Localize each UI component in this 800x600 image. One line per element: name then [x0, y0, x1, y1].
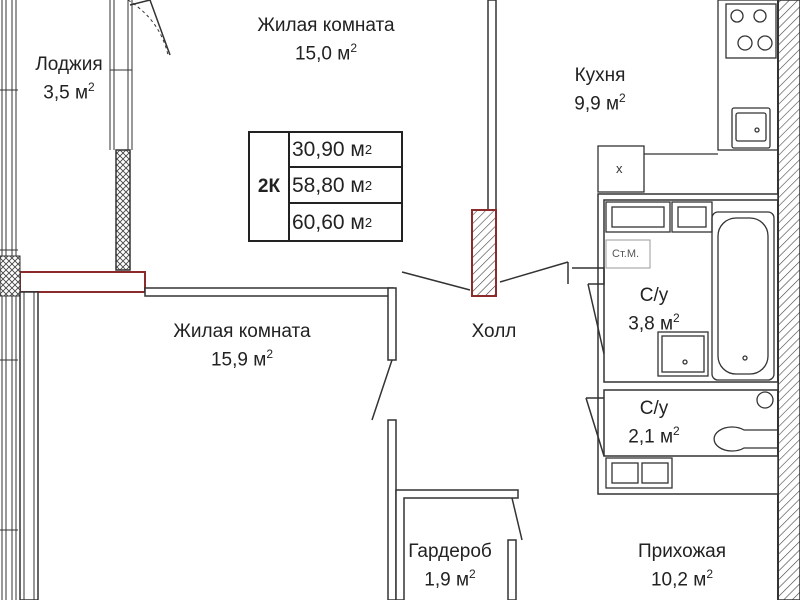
right-exterior-wall [777, 0, 800, 600]
cabinet-x-mark: x [616, 161, 623, 176]
loggia-glazing [0, 0, 18, 600]
room-label-entry: Прихожая 10,2 м2 [612, 540, 752, 591]
room-label-kitchen: Кухня 9,9 м2 [540, 64, 660, 115]
kitchen-cabinet [597, 145, 645, 193]
room-label-living1: Жилая комната 15,0 м2 [228, 14, 424, 65]
room-name: Жилая комната [257, 15, 395, 36]
room-label-hall: Холл [446, 320, 542, 343]
living1-door [401, 271, 471, 291]
living2-door [371, 359, 393, 421]
kitchen-fixtures [717, 0, 779, 151]
room-label-bath1: С/у 3,8 м2 [602, 284, 706, 335]
washing-machine-label: Ст.М. [612, 248, 640, 260]
bath1-door [572, 267, 605, 355]
room-area: 9,9 м [574, 93, 620, 115]
left-exterior-wall [19, 291, 39, 600]
room-name: Прихожая [637, 541, 727, 562]
washing-machine-zone [605, 239, 651, 269]
room-label-loggia: Лоджия 3,5 м2 [14, 53, 124, 104]
room-name: Гардероб [408, 541, 492, 562]
room-area: 10,2 м [650, 569, 707, 591]
room-label-living2: Жилая комната 15,9 м2 [142, 320, 342, 371]
room-name: Кухня [574, 65, 626, 86]
wardrobe-walls [395, 489, 519, 600]
bath2-door [585, 397, 605, 457]
bath-fixtures [657, 211, 778, 452]
apartment-type: 2К [250, 133, 290, 240]
living1-kitchen-wall [487, 0, 497, 213]
room-area: 3,8 м [628, 313, 674, 335]
room-name: Жилая комната [173, 321, 311, 342]
wardrobe-door [511, 497, 523, 541]
room-name: Лоджия [35, 54, 103, 75]
living2-hall-wall [387, 287, 397, 361]
wall-pier [115, 149, 131, 271]
room-label-bath2: С/у 2,1 м2 [602, 397, 706, 448]
bathroom-block-walls [597, 193, 779, 495]
room-name: С/у [639, 398, 669, 419]
bathroom-vents [605, 201, 713, 489]
balcony-door [129, 0, 171, 56]
living2-top-wall [144, 287, 394, 297]
room-area: 15,9 м [210, 349, 267, 371]
room-name: Холл [471, 321, 517, 342]
room-area: 3,5 м [43, 82, 89, 104]
window-frame [109, 0, 133, 150]
room-area: 15,0 м [294, 43, 351, 65]
kitchen-door [499, 261, 569, 283]
room-area: 1,9 м [424, 569, 470, 591]
room-area: 2,1 м [628, 426, 674, 448]
room-name: С/у [639, 285, 669, 306]
room-label-wardrobe: Гардероб 1,9 м2 [398, 540, 502, 591]
loggia-wall [19, 271, 146, 293]
